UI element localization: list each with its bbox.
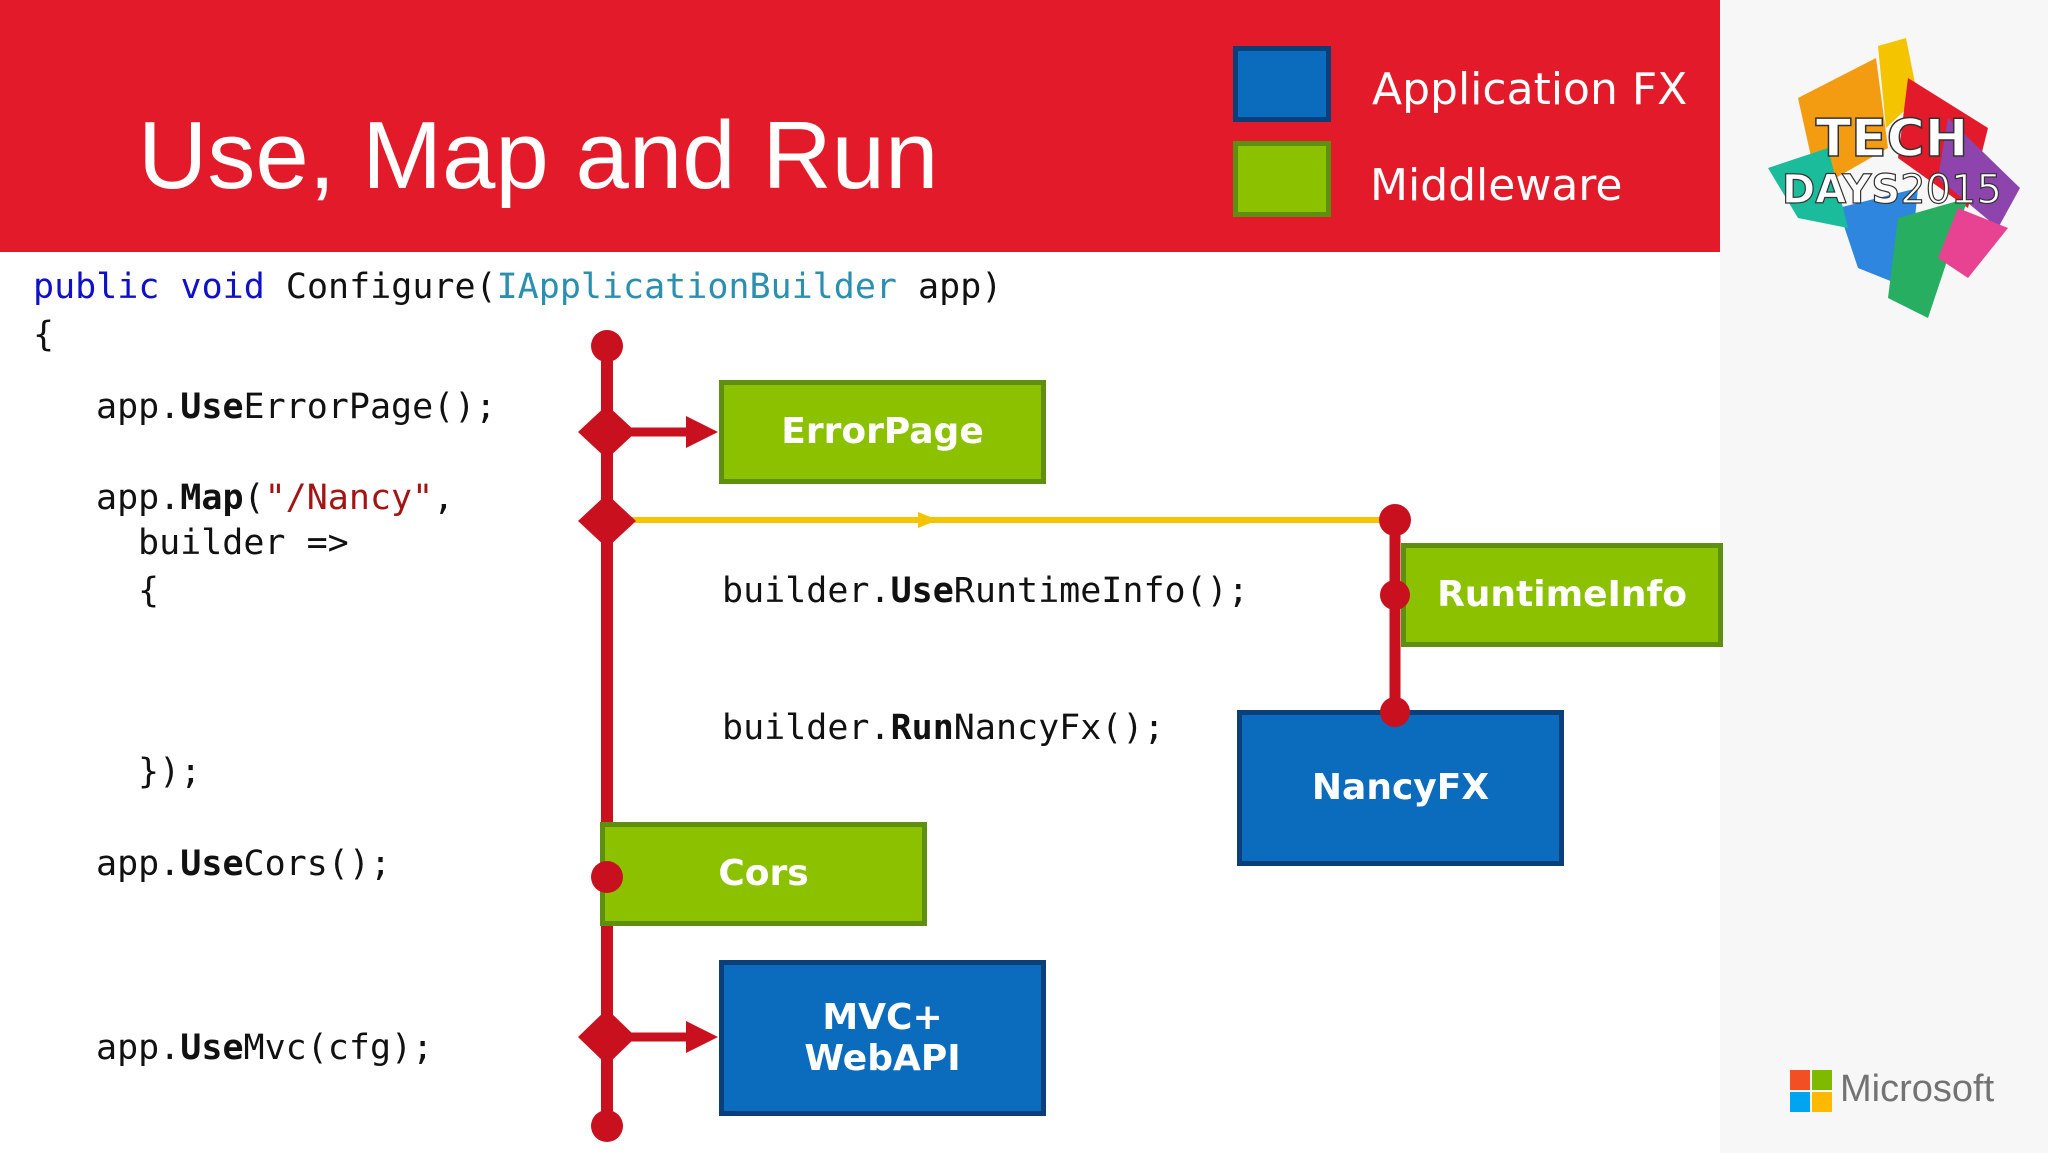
mvc-webapi-box: MVC+ WebAPI — [719, 960, 1046, 1116]
code-keyword: void — [180, 267, 265, 307]
errorpage-box: ErrorPage — [719, 380, 1046, 484]
logo-shape-teal — [1768, 148, 1848, 228]
code-type: IApplicationBuilder — [496, 267, 897, 307]
runtimeinfo-box: RuntimeInfo — [1401, 543, 1723, 647]
code-token: Cors(); — [243, 844, 392, 884]
legend-swatch-middleware — [1233, 141, 1331, 217]
code-method: Use — [180, 1028, 244, 1068]
code-line-use-errorpage: app.UseErrorPage(); — [96, 390, 496, 425]
sponsor-text: Microsoft — [1840, 1068, 1995, 1110]
code-string: "/Nancy" — [264, 478, 434, 518]
code-token: builder. — [722, 571, 891, 611]
code-method: Use — [890, 571, 954, 611]
code-token: ErrorPage(); — [243, 387, 497, 427]
code-method: Run — [890, 708, 954, 748]
branch-arrow-icon — [918, 512, 938, 528]
logo-shape-purple — [1938, 118, 2020, 228]
code-token: app. — [96, 478, 181, 518]
code-line-use-mvc: app.UseMvc(cfg); — [96, 1031, 433, 1066]
branch-start-dot — [1379, 504, 1411, 536]
code-token: app. — [96, 844, 181, 884]
code-line-run-nancyfx: builder.RunNancyFx(); — [722, 711, 1165, 746]
mvc-box-line1: MVC+ — [822, 996, 943, 1038]
pipeline-attach-dots — [591, 504, 1411, 893]
nancyfx-box: NancyFX — [1237, 710, 1564, 866]
microsoft-logo-icon — [1790, 1070, 1832, 1112]
pipeline-start-dot — [591, 330, 623, 362]
code-keyword: public — [33, 267, 160, 307]
ms-square-red — [1790, 1070, 1810, 1090]
mvc-box-line2: WebAPI — [804, 1038, 961, 1079]
slide-title: Use, Map and Run — [138, 102, 939, 209]
code-token: , — [433, 478, 455, 518]
code-method: Use — [180, 387, 244, 427]
code-token: app) — [896, 267, 1003, 307]
techdays-logo: TECH DAYS2015 — [1768, 38, 2020, 318]
code-token: Mvc(cfg); — [243, 1028, 434, 1068]
arrow-mvc-icon — [686, 1021, 718, 1053]
code-method: Map — [180, 478, 244, 518]
logo-text-tech: TECH — [1816, 109, 1969, 169]
logo-shape-pink — [1938, 208, 2008, 278]
legend-label-middleware: Middleware — [1370, 160, 1623, 211]
nancyfx-attach-dot — [1380, 697, 1410, 727]
arrow-errorpage-icon — [686, 416, 718, 448]
code-token: Configure( — [285, 267, 497, 307]
code-line-configure: public void Configure(IApplicationBuilde… — [33, 270, 1002, 305]
junction-map-diamond — [578, 494, 636, 548]
logo-shape-green — [1888, 198, 1968, 318]
ms-square-yellow — [1812, 1092, 1832, 1112]
code-listing: public void Configure(IApplicationBuilde… — [33, 270, 1249, 1066]
cors-attach-dot — [591, 861, 623, 893]
cors-box: Cors — [600, 822, 927, 926]
code-line-lambda-close: }); — [138, 752, 202, 792]
code-line-use-cors: app.UseCors(); — [96, 847, 391, 882]
code-token: app. — [96, 387, 181, 427]
legend-label-application-fx: Application FX — [1372, 64, 1688, 115]
code-line-use-runtimeinfo: builder.UseRuntimeInfo(); — [722, 574, 1249, 609]
code-token: ( — [243, 478, 265, 518]
slide-header: Use, Map and Run Application FX Middlewa… — [0, 0, 1720, 252]
legend-swatch-application-fx — [1233, 46, 1331, 122]
pipeline-diagram — [578, 330, 1401, 1142]
pipeline-end-dot — [591, 1110, 623, 1142]
code-token: RuntimeInfo(); — [953, 571, 1249, 611]
logo-year: 2015 — [1900, 167, 2002, 213]
code-method: Use — [180, 844, 244, 884]
code-token: NancyFx(); — [953, 708, 1165, 748]
ms-square-green — [1812, 1070, 1832, 1090]
code-token: builder. — [722, 708, 891, 748]
code-line-lambda-open: { — [138, 571, 160, 611]
ms-square-blue — [1790, 1092, 1810, 1112]
logo-text-days: DAYS2015 — [1782, 167, 2002, 213]
runtimeinfo-attach-dot — [1380, 580, 1410, 610]
logo-days: DAYS — [1782, 167, 1900, 213]
code-line-open-brace: { — [33, 315, 55, 355]
code-token: app. — [96, 1028, 181, 1068]
code-line-map: app.Map("/Nancy", — [96, 481, 454, 516]
code-line-builder-lambda: builder => — [138, 523, 349, 563]
